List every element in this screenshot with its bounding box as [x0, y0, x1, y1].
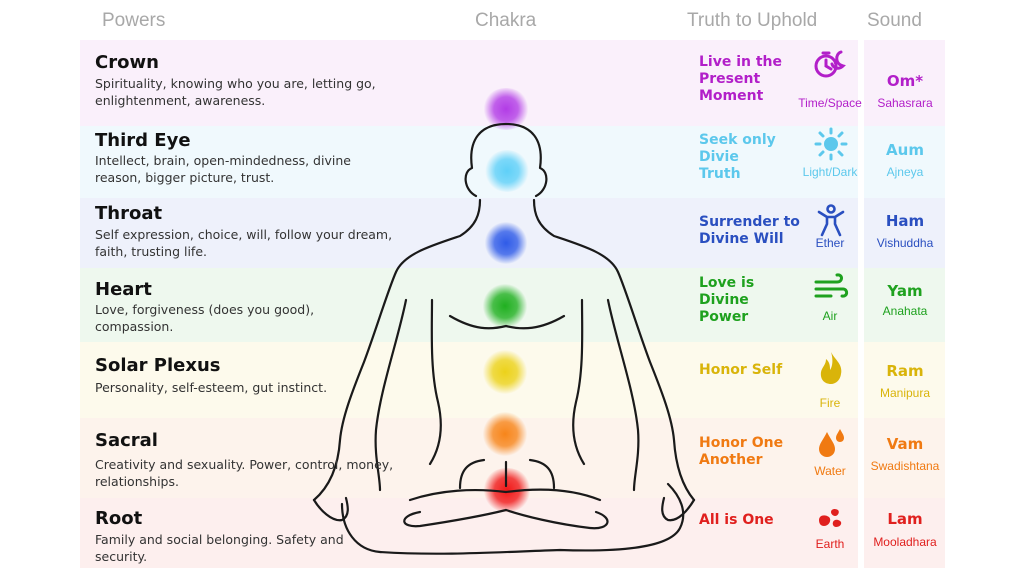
chakra-title: Throat — [95, 203, 163, 224]
glow-sacral — [482, 412, 528, 456]
sun-icon — [814, 127, 848, 161]
chakra-description: Personality, self-esteem, gut instinct. — [95, 380, 328, 395]
header-truth: Truth to Uphold — [687, 10, 818, 31]
header-sound: Sound — [867, 10, 922, 31]
chakra-title: Heart — [95, 279, 152, 300]
sound-syllable: Ram — [886, 362, 924, 380]
column-divider — [858, 40, 864, 568]
stones-icon — [819, 508, 842, 527]
chakra-title: Crown — [95, 52, 159, 73]
header-powers: Powers — [102, 10, 166, 31]
sound-syllable: Yam — [887, 282, 923, 300]
glow-third-eye — [484, 150, 530, 192]
figure-icon — [817, 204, 845, 237]
wind-icon — [814, 273, 849, 298]
sound-syllable: Om* — [886, 72, 924, 90]
chakra-title: Solar Plexus — [95, 355, 221, 376]
sanskrit-name: Manipura — [879, 386, 931, 400]
truth-text: Honor Self — [699, 362, 783, 378]
glow-solar-plexus — [482, 350, 528, 394]
stopwatch-moon-icon — [814, 50, 846, 78]
element-label: Air — [822, 309, 838, 323]
chakra-description: Creativity and sexuality. Power, control… — [95, 457, 394, 489]
element-label: Ether — [815, 236, 845, 250]
truth-text: All is One — [699, 512, 774, 528]
header-chakra: Chakra — [475, 10, 537, 31]
chakra-description: Intellect, brain, open-mindedness, divin… — [95, 153, 351, 185]
sanskrit-name: Ajneya — [886, 165, 924, 179]
element-label: Water — [814, 464, 846, 478]
chakra-title: Third Eye — [95, 130, 191, 151]
chakra-title: Root — [95, 508, 143, 529]
meditating-figure — [312, 122, 696, 555]
sound-syllable: Lam — [887, 510, 923, 528]
sound-syllable: Vam — [886, 435, 924, 453]
flame-icon — [820, 352, 842, 384]
sanskrit-name: Sahasrara — [877, 96, 933, 110]
chakra-title: Sacral — [95, 430, 158, 451]
sanskrit-name: Swadishtana — [870, 459, 940, 473]
element-label: Fire — [819, 396, 841, 410]
chakra-description: Love, forgiveness (does you good), compa… — [95, 302, 315, 334]
sound-syllable: Ham — [885, 212, 925, 230]
glow-heart — [482, 284, 528, 328]
element-label: Time/Space — [798, 96, 862, 110]
chakra-chart: Powers Chakra Truth to Uphold Sound — [80, 0, 945, 576]
chakra-description: Family and social belonging. Safety and … — [95, 532, 344, 564]
sanskrit-name: Mooladhara — [873, 535, 937, 549]
chakra-description: Spirituality, knowing who you are, letti… — [95, 76, 376, 108]
sanskrit-name: Vishuddha — [876, 236, 934, 250]
sound-syllable: Aum — [886, 141, 924, 159]
glow-throat — [484, 222, 528, 264]
droplets-icon — [819, 429, 844, 457]
sanskrit-name: Anahata — [882, 304, 928, 318]
chakra-description: Self expression, choice, will, follow yo… — [95, 227, 393, 259]
element-label: Light/Dark — [802, 165, 858, 179]
element-label: Earth — [815, 537, 845, 551]
